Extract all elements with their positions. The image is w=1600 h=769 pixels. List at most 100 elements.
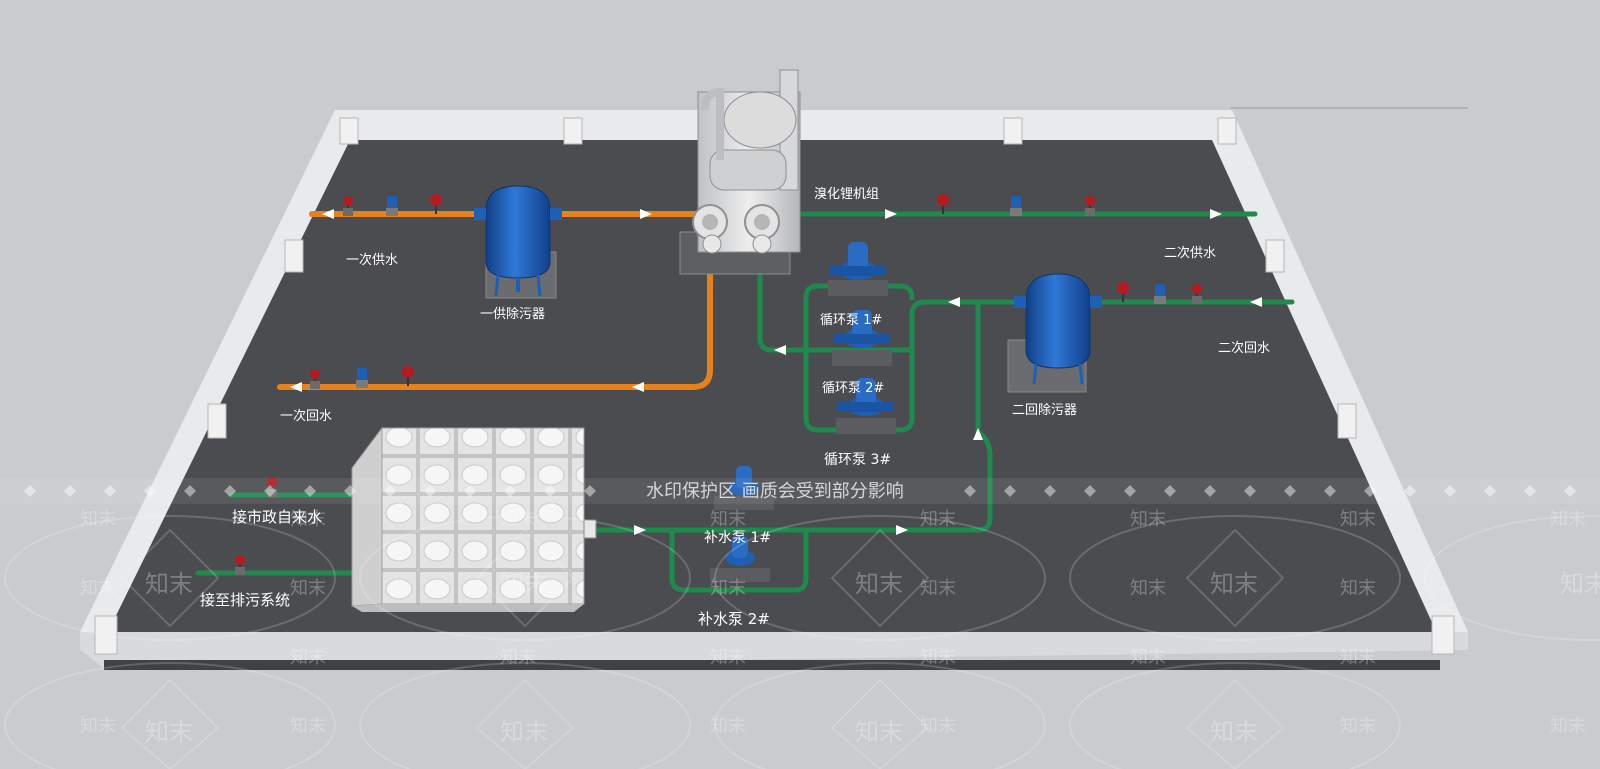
watermark-brand: 知末 — [1340, 578, 1376, 599]
watermark-brand: 知末 — [920, 509, 956, 530]
watermark-brand: 知末 — [290, 716, 326, 737]
watermark-brand: 知末 — [290, 578, 326, 599]
watermark-brand: 知末 — [710, 647, 746, 668]
arrow-icon — [322, 209, 334, 219]
watermark-brand: 知末 — [290, 509, 326, 530]
label-chiller-unit: 溴化锂机组 — [814, 187, 879, 202]
flowmeter-icon — [386, 196, 398, 216]
watermark-brand: 知末 — [710, 716, 746, 737]
label-secondary-filter: 二回除污器 — [1012, 403, 1077, 418]
watermark-brand: 知末 — [500, 509, 536, 530]
makeup-return-riser — [802, 299, 993, 533]
valve-icon — [310, 369, 320, 389]
water-tank — [351, 426, 597, 612]
arrow-icon — [774, 345, 786, 355]
makeup-pump-1 — [714, 466, 774, 510]
watermark-brand: 知末 — [710, 578, 746, 599]
label-primary-filter: 一供除污器 — [480, 307, 545, 322]
watermark-brand: 知末 — [1550, 716, 1586, 737]
watermark-brand: 知末 — [80, 716, 116, 737]
watermark-brand: 知末 — [1560, 570, 1600, 598]
circulation-pumps — [828, 242, 896, 434]
chiller-unit — [679, 69, 801, 275]
watermark-brand: 知末 — [1210, 570, 1258, 598]
arrow-icon — [634, 525, 646, 535]
valve-icon — [235, 555, 245, 575]
makeup-loop — [592, 527, 809, 593]
valves — [235, 194, 1202, 575]
arrow-icon — [1250, 297, 1262, 307]
watermark-brand: 知末 — [290, 647, 326, 668]
arrow-icon — [290, 382, 302, 392]
flowmeter-icon — [356, 368, 368, 388]
flowmeter-icon — [1154, 284, 1166, 304]
watermark-overlay: 水印保护区 画质会受到部分影响 知末 知末 知末 知末 知末 — [0, 478, 1600, 769]
gauge-icon — [1117, 282, 1129, 302]
watermark-brand: 知末 — [500, 718, 548, 746]
secondary-filter-tank — [1007, 273, 1102, 393]
makeup-pumps — [710, 466, 774, 582]
label-secondary-supply: 二次供水 — [1164, 245, 1216, 261]
watermark-brand: 知末 — [1550, 509, 1586, 530]
circulation-pump-1 — [828, 242, 888, 296]
label-circ-pump-2: 循环泵 2# — [822, 381, 884, 396]
label-primary-supply: 一次供水 — [346, 252, 398, 268]
watermark-notice: 水印保护区 画质会受到部分影响 — [646, 481, 904, 502]
gauge-icon — [402, 366, 414, 386]
watermark-brand: 知末 — [500, 647, 536, 668]
valve-icon — [1085, 196, 1095, 216]
label-makeup-pump-2: 补水泵 2# — [698, 610, 770, 628]
label-primary-return: 一次回水 — [280, 408, 332, 424]
watermark-brand: 知末 — [710, 509, 746, 530]
watermark-brand: 知末 — [145, 570, 193, 598]
makeup-pump-2 — [710, 536, 770, 582]
circulation-to-chiller-pipe — [757, 233, 809, 353]
watermark-brand: 知末 — [1130, 647, 1166, 668]
watermark-diamonds — [24, 485, 1576, 497]
arrow-icon — [1210, 209, 1222, 219]
flow-arrows — [290, 209, 1262, 535]
watermark-brand: 知末 — [145, 718, 193, 746]
label-circ-pump-3: 循环泵 3# — [824, 452, 891, 468]
label-circ-pump-1: 循环泵 1# — [820, 313, 882, 328]
arrow-icon — [632, 382, 644, 392]
watermark-brand: 知末 — [1340, 647, 1376, 668]
primary-return-pipe — [277, 233, 713, 390]
watermark-brand: 知末 — [80, 509, 116, 530]
arrow-icon — [885, 209, 897, 219]
watermark-brand: 知末 — [500, 570, 548, 598]
flowmeter-icon — [1010, 196, 1022, 216]
watermark-brand: 知末 — [1340, 716, 1376, 737]
valve-icon — [1192, 284, 1202, 304]
watermark-brand: 知末 — [1340, 509, 1376, 530]
valve-icon — [343, 196, 353, 216]
watermark-brand: 知末 — [920, 647, 956, 668]
label-drain: 接至排污系统 — [200, 591, 290, 609]
watermark-brand: 知末 — [80, 578, 116, 599]
valve-icon — [267, 477, 277, 497]
watermark-brand: 知末 — [1210, 718, 1258, 746]
watermark-brand: 知末 — [920, 716, 956, 737]
arrow-icon — [948, 297, 960, 307]
arrow-icon — [640, 209, 652, 219]
watermark-brand: 知末 — [855, 718, 903, 746]
watermark-brand: 知末 — [1130, 578, 1166, 599]
arrow-icon — [896, 525, 908, 535]
watermark-emblems — [4, 515, 1600, 769]
gauge-icon — [937, 194, 949, 214]
circulation-pump-3 — [836, 378, 896, 434]
gauge-icon — [430, 194, 442, 214]
label-secondary-return: 二次回水 — [1218, 340, 1270, 356]
secondary-pipes — [195, 211, 1295, 593]
watermark-brand: 知末 — [920, 578, 956, 599]
arrow-icon — [973, 428, 983, 440]
circulation-loop — [803, 283, 1295, 433]
watermark-brand: 知末 — [1130, 509, 1166, 530]
primary-filter-tank — [474, 185, 562, 299]
watermark-brand: 知末 — [855, 570, 903, 598]
label-city-water: 接市政自来水 — [232, 508, 322, 526]
label-makeup-pump-1: 补水泵 1# — [704, 530, 771, 546]
circulation-pump-2 — [832, 310, 892, 366]
